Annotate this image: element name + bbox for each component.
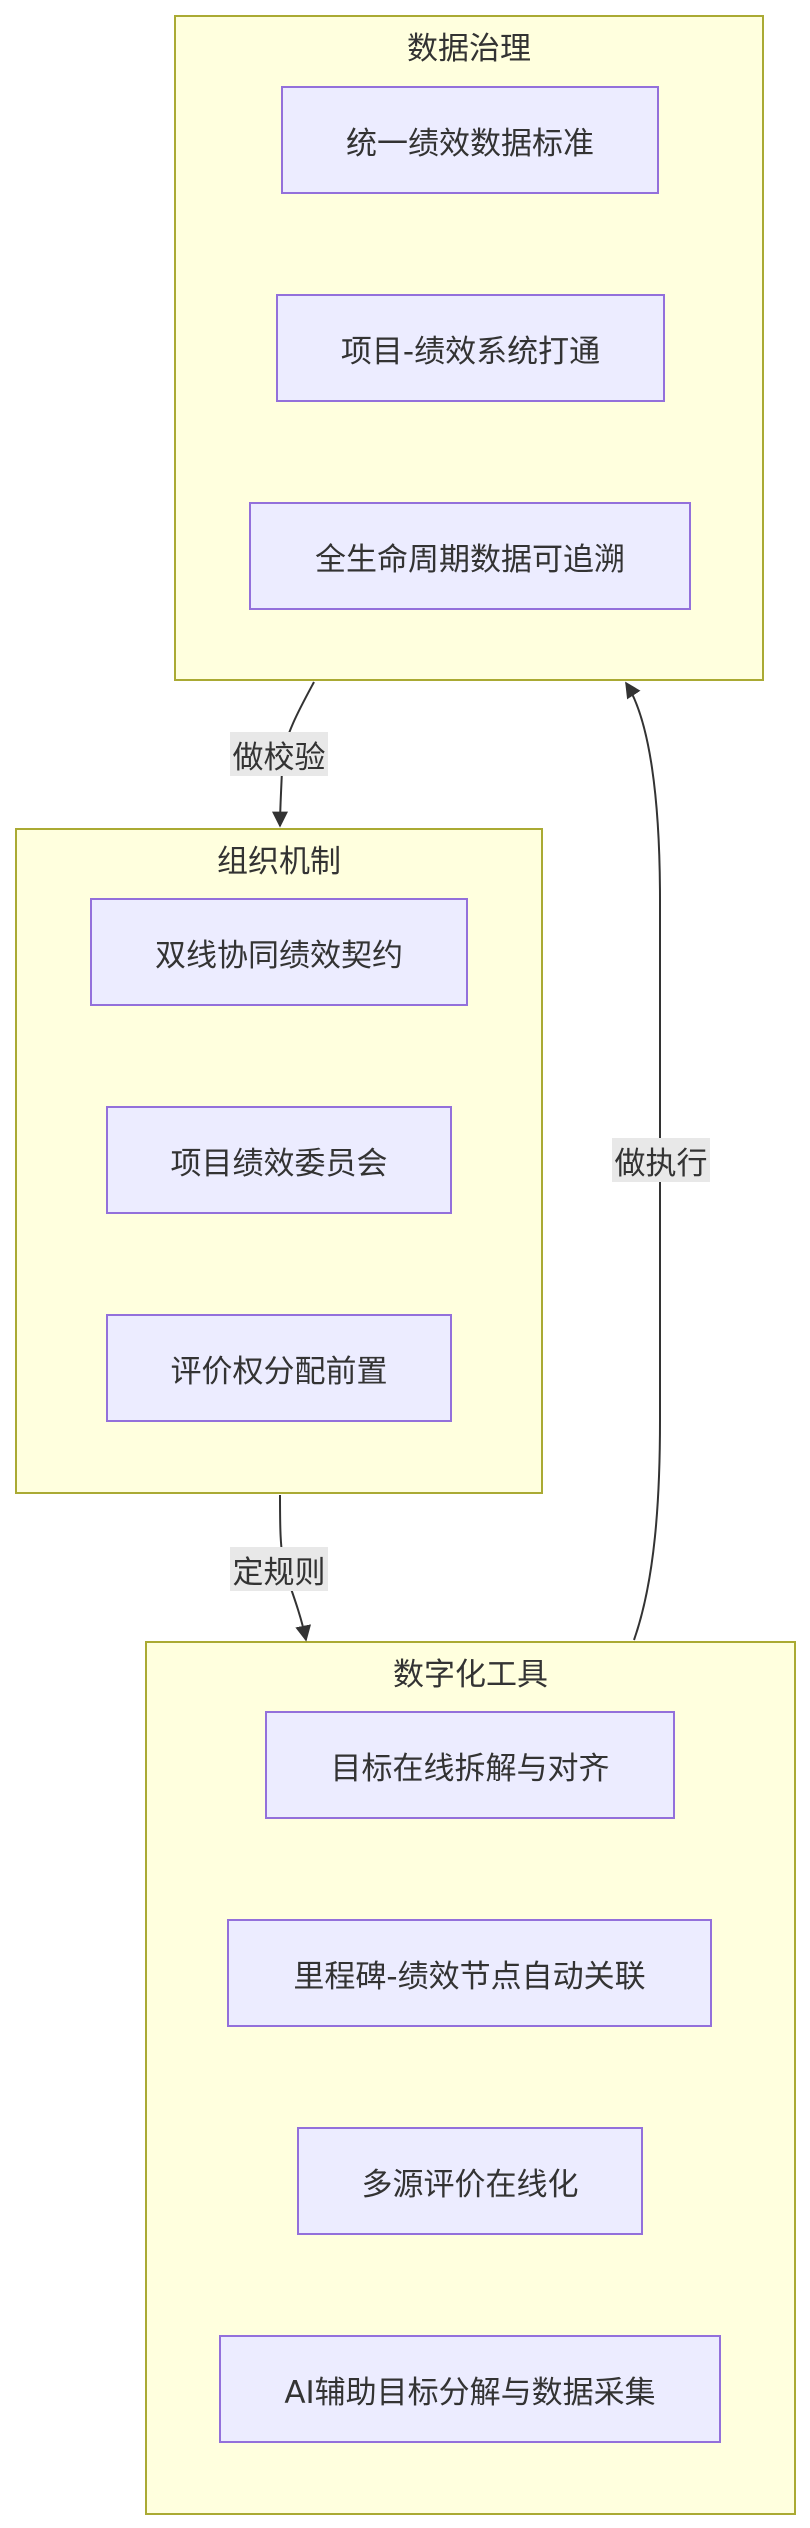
cluster-title-organization-mechanism: 组织机制 <box>217 844 341 880</box>
node-milestone-performance-auto-link[interactable]: 里程碑-绩效节点自动关联 <box>227 1919 712 2027</box>
node-multi-source-online-evaluation[interactable]: 多源评价在线化 <box>297 2127 643 2235</box>
node-dual-line-performance-contract[interactable]: 双线协同绩效契约 <box>90 898 468 1006</box>
node-unified-performance-data-standard[interactable]: 统一绩效数据标准 <box>281 86 659 194</box>
cluster-title-data-governance: 数据治理 <box>407 31 531 67</box>
node-online-goal-decomposition[interactable]: 目标在线拆解与对齐 <box>265 1711 675 1819</box>
edge-label-execute: 做执行 <box>612 1138 710 1182</box>
cluster-title-digital-tools: 数字化工具 <box>393 1657 548 1693</box>
node-project-performance-system-integration[interactable]: 项目-绩效系统打通 <box>276 294 665 402</box>
edge-label-verify: 做校验 <box>230 732 328 776</box>
node-project-performance-committee[interactable]: 项目绩效委员会 <box>106 1106 452 1214</box>
edge-label-set-rules: 定规则 <box>230 1547 328 1591</box>
node-lifecycle-data-traceability[interactable]: 全生命周期数据可追溯 <box>249 502 691 610</box>
node-evaluation-rights-preallocation[interactable]: 评价权分配前置 <box>106 1314 452 1422</box>
node-ai-goal-decomposition-data-collection[interactable]: AI辅助目标分解与数据采集 <box>219 2335 721 2443</box>
